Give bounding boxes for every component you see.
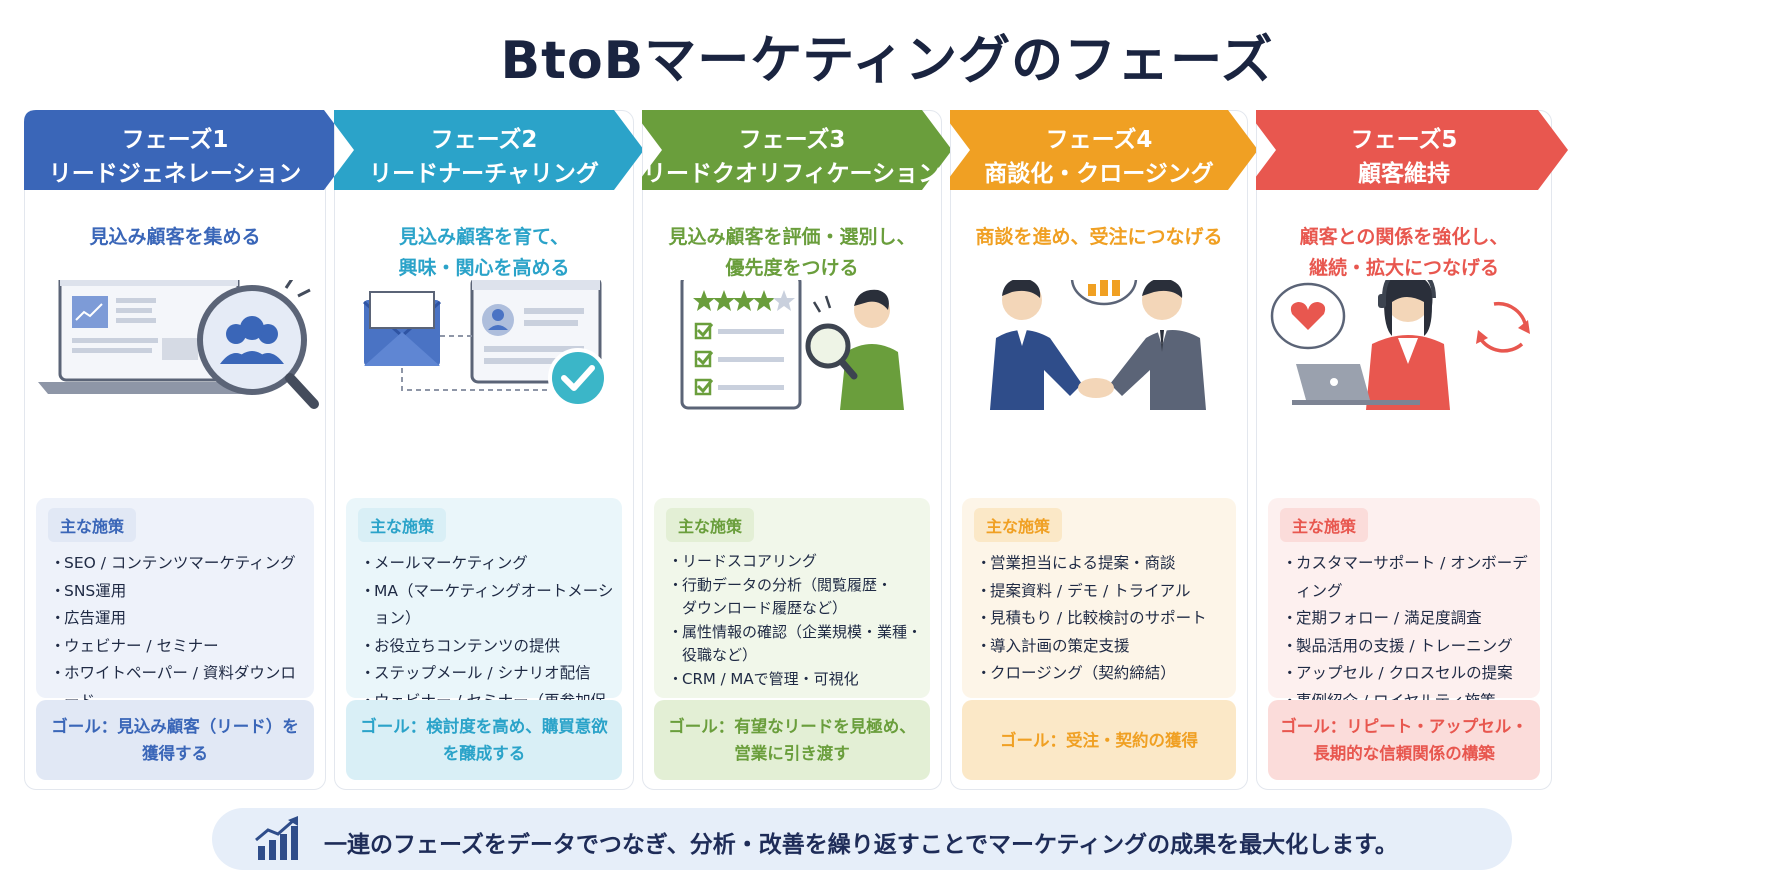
phase-tagline: 見込み顧客を評価・選別し、 優先度をつける bbox=[652, 222, 932, 284]
phase-3-column: フェーズ3 リードクオリフィケーション 見込み顧客を評価・選別し、 優先度をつけ… bbox=[642, 110, 952, 790]
phase-name: 顧客維持 bbox=[1358, 161, 1450, 187]
phase-5-column: フェーズ5 顧客維持 顧客との関係を強化し、 継続・拡大につなげる 主な施策 ・… bbox=[1256, 110, 1568, 790]
phase-header-chevron bbox=[950, 110, 1258, 190]
list-item: ・メールマーケティング bbox=[360, 554, 528, 572]
phase-number: フェーズ2 bbox=[430, 127, 538, 153]
phase-number: フェーズ3 bbox=[738, 127, 846, 153]
growth-chart-icon bbox=[255, 816, 298, 860]
list-item: ・カスタマーサポート / オンボーディング bbox=[1282, 554, 1528, 600]
laptop-magnifier-people-icon bbox=[38, 280, 319, 409]
phase-tagline: 商談を進め、受注につなげる bbox=[960, 222, 1238, 253]
goal-line: 営業に引き渡す bbox=[734, 744, 850, 763]
tagline-line: 興味・関心を高める bbox=[398, 257, 570, 279]
measures-label: 主な施策 bbox=[974, 508, 1063, 542]
list-item: ・リードスコアリング bbox=[668, 552, 818, 570]
goal-line: ゴール：リピート・アップセル・ bbox=[1280, 717, 1528, 736]
tagline-line: 見込み顧客を評価・選別し、 bbox=[668, 226, 916, 248]
goal-box: ゴール：見込み顧客（リード）を獲得する bbox=[36, 700, 314, 780]
measures-box: 主な施策 ・メールマーケティング ・MA（マーケティングオートメーション） ・お… bbox=[346, 498, 622, 737]
list-item: ・お役立ちコンテンツの提供 bbox=[360, 636, 561, 655]
phase-header-chevron bbox=[1256, 110, 1568, 190]
measures-box: 主な施策 ・リードスコアリング・行動データの分析（閲覧履歴・ダウンロード履歴など… bbox=[654, 498, 930, 698]
list-item: ・クロージング（契約締結） bbox=[976, 664, 1176, 682]
footer-banner: 一連のフェーズをデータでつなぎ、分析・改善を繰り返すことでマーケティングの成果を… bbox=[212, 808, 1512, 870]
list-item: ・導入計画の策定支援 bbox=[976, 636, 1130, 655]
goal-line: ゴール：有望なリードを見極め、 bbox=[668, 717, 916, 736]
phase-4-column: フェーズ4 商談化・クロージング 商談を進め、受注につなげる 主な施策 ・営業担… bbox=[950, 110, 1258, 790]
measures-box: 主な施策 ・営業担当による提案・商談 ・提案資料 / デモ / トライアル ・見… bbox=[962, 498, 1236, 698]
phase-1-column: フェーズ1 リードジェネレーション 見込み顧客を集める 主な施策 ・SEO / … bbox=[24, 110, 354, 790]
phase-header: フェーズ2 リードナーチャリング bbox=[334, 122, 634, 192]
email-profile-check-icon bbox=[362, 280, 608, 408]
goal-line: 長期的な信頼関係の構築 bbox=[1313, 744, 1495, 763]
phase-header: フェーズ5 顧客維持 bbox=[1256, 122, 1552, 192]
measures-label: 主な施策 bbox=[666, 508, 755, 542]
tagline-line: 商談を進め、受注につなげる bbox=[975, 226, 1223, 248]
goal-line: ゴール：見込み顧客（リード）を獲得する bbox=[51, 717, 299, 763]
list-item: ・ウェビナー / セミナー bbox=[50, 636, 219, 655]
phase-name: リードナーチャリング bbox=[369, 161, 599, 187]
goal-box: ゴール：有望なリードを見極め、営業に引き渡す bbox=[654, 700, 930, 780]
measures-box: 主な施策 ・SEO / コンテンツマーケティング ・SNS運用 ・広告運用 ・ウ… bbox=[36, 498, 314, 710]
phase-number: フェーズ1 bbox=[121, 127, 229, 153]
measures-label: 主な施策 bbox=[358, 508, 447, 542]
list-item: ・広告運用 bbox=[50, 609, 127, 627]
list-item: ・製品活用の支援 / トレーニング bbox=[1282, 636, 1513, 655]
list-item: ・提案資料 / デモ / トライアル bbox=[976, 581, 1191, 600]
phase-header: フェーズ4 商談化・クロージング bbox=[950, 122, 1248, 192]
tagline-line: 優先度をつける bbox=[725, 257, 859, 279]
phase-header-chevron bbox=[642, 110, 952, 190]
goal-box: ゴール：リピート・アップセル・長期的な信頼関係の構築 bbox=[1268, 700, 1540, 780]
list-item: ・MA（マーケティングオートメーション） bbox=[360, 581, 614, 628]
list-item: ・定期フォロー / 満足度調査 bbox=[1282, 609, 1482, 627]
goal-line: ゴール：受注・契約の獲得 bbox=[1000, 730, 1198, 750]
measures-list: ・SEO / コンテンツマーケティング ・SNS運用 ・広告運用 ・ウェビナー … bbox=[50, 550, 306, 715]
tagline-line: 継続・拡大につなげる bbox=[1308, 257, 1499, 279]
list-item: ダウンロード履歴など） bbox=[682, 599, 848, 617]
phase-name: 商談化・クロージング bbox=[984, 161, 1214, 187]
phase-name: リードクオリフィケーション bbox=[642, 161, 942, 187]
tagline-line: 顧客との関係を強化し、 bbox=[1299, 226, 1509, 248]
handshake-chart-icon bbox=[990, 280, 1206, 410]
page-title: BtoBマーケティングのフェーズ bbox=[500, 31, 1274, 91]
list-item: ・SNS運用 bbox=[50, 581, 127, 600]
support-heart-refresh-icon bbox=[1270, 280, 1530, 410]
phase-header-chevron bbox=[334, 110, 644, 190]
measures-label: 主な施策 bbox=[1280, 508, 1369, 542]
list-item: ・見積もり / 比較検討のサポート bbox=[976, 609, 1207, 627]
phase-tagline: 顧客との関係を強化し、 継続・拡大につなげる bbox=[1266, 222, 1542, 284]
list-item: 役職など） bbox=[682, 646, 758, 664]
phase-header-chevron bbox=[24, 110, 354, 190]
tagline-line: 見込み顧客を育て、 bbox=[398, 226, 570, 248]
list-item: ・営業担当による提案・商談 bbox=[976, 554, 1176, 572]
goal-box: ゴール：受注・契約の獲得 bbox=[962, 700, 1236, 780]
phase-tagline: 見込み顧客を育て、 興味・関心を高める bbox=[344, 222, 624, 284]
phase-number: フェーズ4 bbox=[1045, 127, 1153, 153]
goal-line: ゴール：検討度を高め、購買意欲を醸成する bbox=[360, 717, 608, 763]
phase-2-column: フェーズ2 リードナーチャリング 見込み顧客を育て、 興味・関心を高める 主な施… bbox=[334, 110, 644, 790]
phase-header: フェーズ1 リードジェネレーション bbox=[24, 122, 326, 192]
measures-box: 主な施策 ・カスタマーサポート / オンボーディング ・定期フォロー / 満足度… bbox=[1268, 498, 1540, 710]
goal-box: ゴール：検討度を高め、購買意欲を醸成する bbox=[346, 700, 622, 780]
list-item: ・CRM / MAで管理・可視化 bbox=[668, 669, 859, 688]
phase-header: フェーズ3 リードクオリフィケーション bbox=[642, 122, 942, 192]
measures-list: ・営業担当による提案・商談 ・提案資料 / デモ / トライアル ・見積もり /… bbox=[976, 550, 1228, 688]
measures-list: ・カスタマーサポート / オンボーディング ・定期フォロー / 満足度調査 ・製… bbox=[1282, 550, 1532, 715]
list-item: ・属性情報の確認（企業規模・業種・ bbox=[668, 622, 923, 641]
list-item: ・SEO / コンテンツマーケティング bbox=[50, 554, 296, 572]
measures-list: ・リードスコアリング・行動データの分析（閲覧履歴・ダウンロード履歴など） ・属性情… bbox=[668, 550, 922, 691]
list-item: ・アップセル / クロスセルの提案 bbox=[1282, 664, 1513, 682]
footer-text: 一連のフェーズをデータでつなぎ、分析・改善を繰り返すことでマーケティングの成果を… bbox=[324, 832, 1398, 858]
tagline-line: 見込み顧客を集める bbox=[89, 226, 261, 248]
checklist-stars-magnifier-icon bbox=[680, 280, 904, 410]
phase-name: リードジェネレーション bbox=[48, 161, 302, 187]
measures-label: 主な施策 bbox=[48, 508, 137, 542]
phase-number: フェーズ5 bbox=[1350, 127, 1458, 153]
list-item: ・行動データの分析（閲覧履歴・ bbox=[668, 575, 893, 594]
phase-tagline: 見込み顧客を集める bbox=[34, 222, 316, 253]
list-item: ・ステップメール / シナリオ配信 bbox=[360, 664, 591, 682]
